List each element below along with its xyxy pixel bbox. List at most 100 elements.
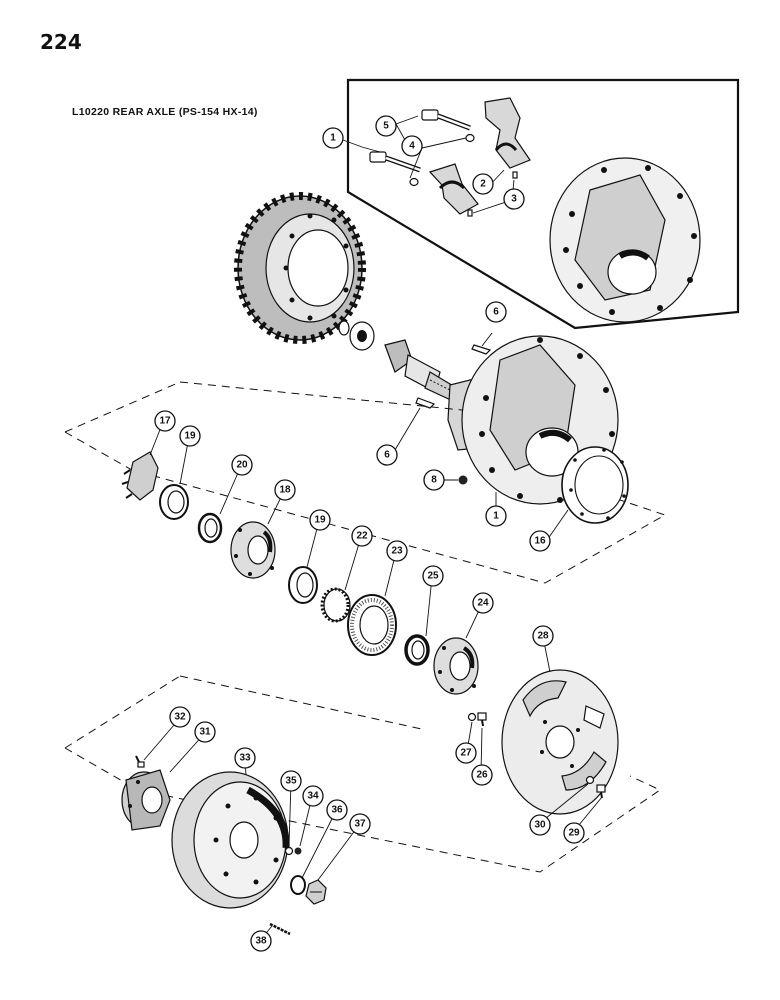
callout-20: 20 bbox=[231, 454, 253, 476]
page-number: 224 bbox=[40, 30, 82, 54]
small-nut bbox=[294, 847, 302, 855]
callout-35: 35 bbox=[280, 770, 302, 792]
dowel-pin-lower bbox=[467, 209, 473, 217]
input-pinion-gear bbox=[121, 451, 159, 501]
tapered-bearing-cone bbox=[320, 587, 351, 623]
bearing-cap-lower bbox=[428, 163, 479, 215]
svg-text:3: 3 bbox=[511, 194, 517, 205]
callout-22: 22 bbox=[351, 525, 373, 547]
cotter-pin bbox=[269, 922, 291, 936]
callout-27: 27 bbox=[455, 742, 477, 764]
hub-bolt bbox=[135, 755, 145, 768]
dashed-group-brake-drum bbox=[64, 675, 662, 873]
svg-text:32: 32 bbox=[174, 712, 186, 723]
svg-text:33: 33 bbox=[239, 753, 251, 764]
drain-plug bbox=[458, 475, 468, 485]
callout-24: 24 bbox=[472, 592, 494, 614]
svg-text:25: 25 bbox=[427, 571, 439, 582]
svg-text:5: 5 bbox=[383, 121, 389, 132]
callout-26: 26 bbox=[471, 764, 493, 786]
bearing-cup-outer bbox=[159, 484, 189, 520]
bearing-housing bbox=[433, 637, 479, 695]
brake-drum bbox=[171, 771, 290, 909]
callout-17: 17 bbox=[154, 410, 176, 432]
friction-disc bbox=[347, 594, 397, 656]
callout-4: 4 bbox=[401, 135, 423, 157]
callout-1-inset: 1 bbox=[322, 127, 344, 149]
differential-housing bbox=[447, 335, 619, 505]
woodruff-key-lower bbox=[415, 397, 436, 409]
dowel-pin-upper bbox=[512, 171, 518, 179]
bearing-cap-upper bbox=[484, 97, 531, 169]
svg-text:27: 27 bbox=[460, 748, 472, 759]
dashed-group-brake-input bbox=[64, 381, 667, 584]
svg-text:2: 2 bbox=[480, 179, 486, 190]
ring-gear bbox=[234, 192, 366, 344]
inset-frame bbox=[346, 78, 740, 330]
callout-1-housing: 1 bbox=[485, 505, 507, 527]
callout-29: 29 bbox=[563, 822, 585, 844]
svg-text:4: 4 bbox=[409, 141, 415, 152]
plate-washer bbox=[585, 775, 595, 785]
svg-text:16: 16 bbox=[534, 536, 546, 547]
svg-text:38: 38 bbox=[255, 936, 267, 947]
callout-36: 36 bbox=[326, 799, 348, 821]
brake-retainer-plate bbox=[230, 521, 276, 579]
spacer-ring bbox=[404, 634, 430, 666]
svg-text:24: 24 bbox=[477, 598, 489, 609]
callout-5: 5 bbox=[375, 115, 397, 137]
lock-washer bbox=[467, 712, 477, 722]
callout-33: 33 bbox=[234, 747, 256, 769]
callout-38: 38 bbox=[250, 930, 272, 952]
housing-gasket bbox=[561, 446, 629, 524]
callout-30: 30 bbox=[529, 814, 551, 836]
svg-text:22: 22 bbox=[356, 531, 368, 542]
callout-16: 16 bbox=[529, 530, 551, 552]
callout-3: 3 bbox=[503, 188, 525, 210]
callout-8: 8 bbox=[423, 469, 445, 491]
svg-text:8: 8 bbox=[431, 475, 437, 486]
svg-text:36: 36 bbox=[331, 805, 343, 816]
callout-25: 25 bbox=[422, 565, 444, 587]
svg-text:31: 31 bbox=[199, 727, 211, 738]
callout-31: 31 bbox=[194, 721, 216, 743]
svg-text:19: 19 bbox=[314, 515, 326, 526]
svg-text:18: 18 bbox=[279, 485, 291, 496]
callout-37: 37 bbox=[349, 813, 371, 835]
small-washer bbox=[284, 846, 294, 856]
svg-text:26: 26 bbox=[476, 770, 488, 781]
svg-text:1: 1 bbox=[330, 133, 336, 144]
svg-text:37: 37 bbox=[354, 819, 366, 830]
callout-6-top: 6 bbox=[485, 301, 507, 323]
cap-washer-upper bbox=[465, 133, 475, 143]
cap-screw bbox=[477, 712, 487, 727]
callout-19-left: 19 bbox=[179, 425, 201, 447]
svg-text:1: 1 bbox=[493, 511, 499, 522]
callout-19-right: 19 bbox=[309, 509, 331, 531]
svg-text:30: 30 bbox=[534, 820, 546, 831]
bearing-hub bbox=[121, 769, 171, 831]
svg-text:19: 19 bbox=[184, 431, 196, 442]
oil-seal bbox=[197, 512, 223, 544]
svg-text:23: 23 bbox=[391, 546, 403, 557]
svg-text:29: 29 bbox=[568, 828, 580, 839]
castle-nut bbox=[305, 879, 327, 905]
svg-text:6: 6 bbox=[493, 307, 499, 318]
callout-23: 23 bbox=[386, 540, 408, 562]
svg-text:17: 17 bbox=[159, 416, 171, 427]
callout-32: 32 bbox=[169, 706, 191, 728]
callout-6-bottom: 6 bbox=[376, 444, 398, 466]
bearing-cup-inner bbox=[288, 566, 318, 604]
pinion-bearing bbox=[338, 320, 375, 351]
woodruff-key-upper bbox=[471, 344, 492, 355]
callout-18: 18 bbox=[274, 479, 296, 501]
cap-bolt-upper bbox=[421, 109, 471, 131]
pinion-shaft bbox=[384, 339, 461, 403]
svg-text:20: 20 bbox=[236, 460, 248, 471]
svg-text:34: 34 bbox=[307, 791, 319, 802]
callout-2: 2 bbox=[472, 173, 494, 195]
cap-washer-lower bbox=[409, 177, 419, 187]
diagram-title: L10220 REAR AXLE (PS-154 HX-14) bbox=[72, 106, 258, 118]
callout-28: 28 bbox=[532, 625, 554, 647]
